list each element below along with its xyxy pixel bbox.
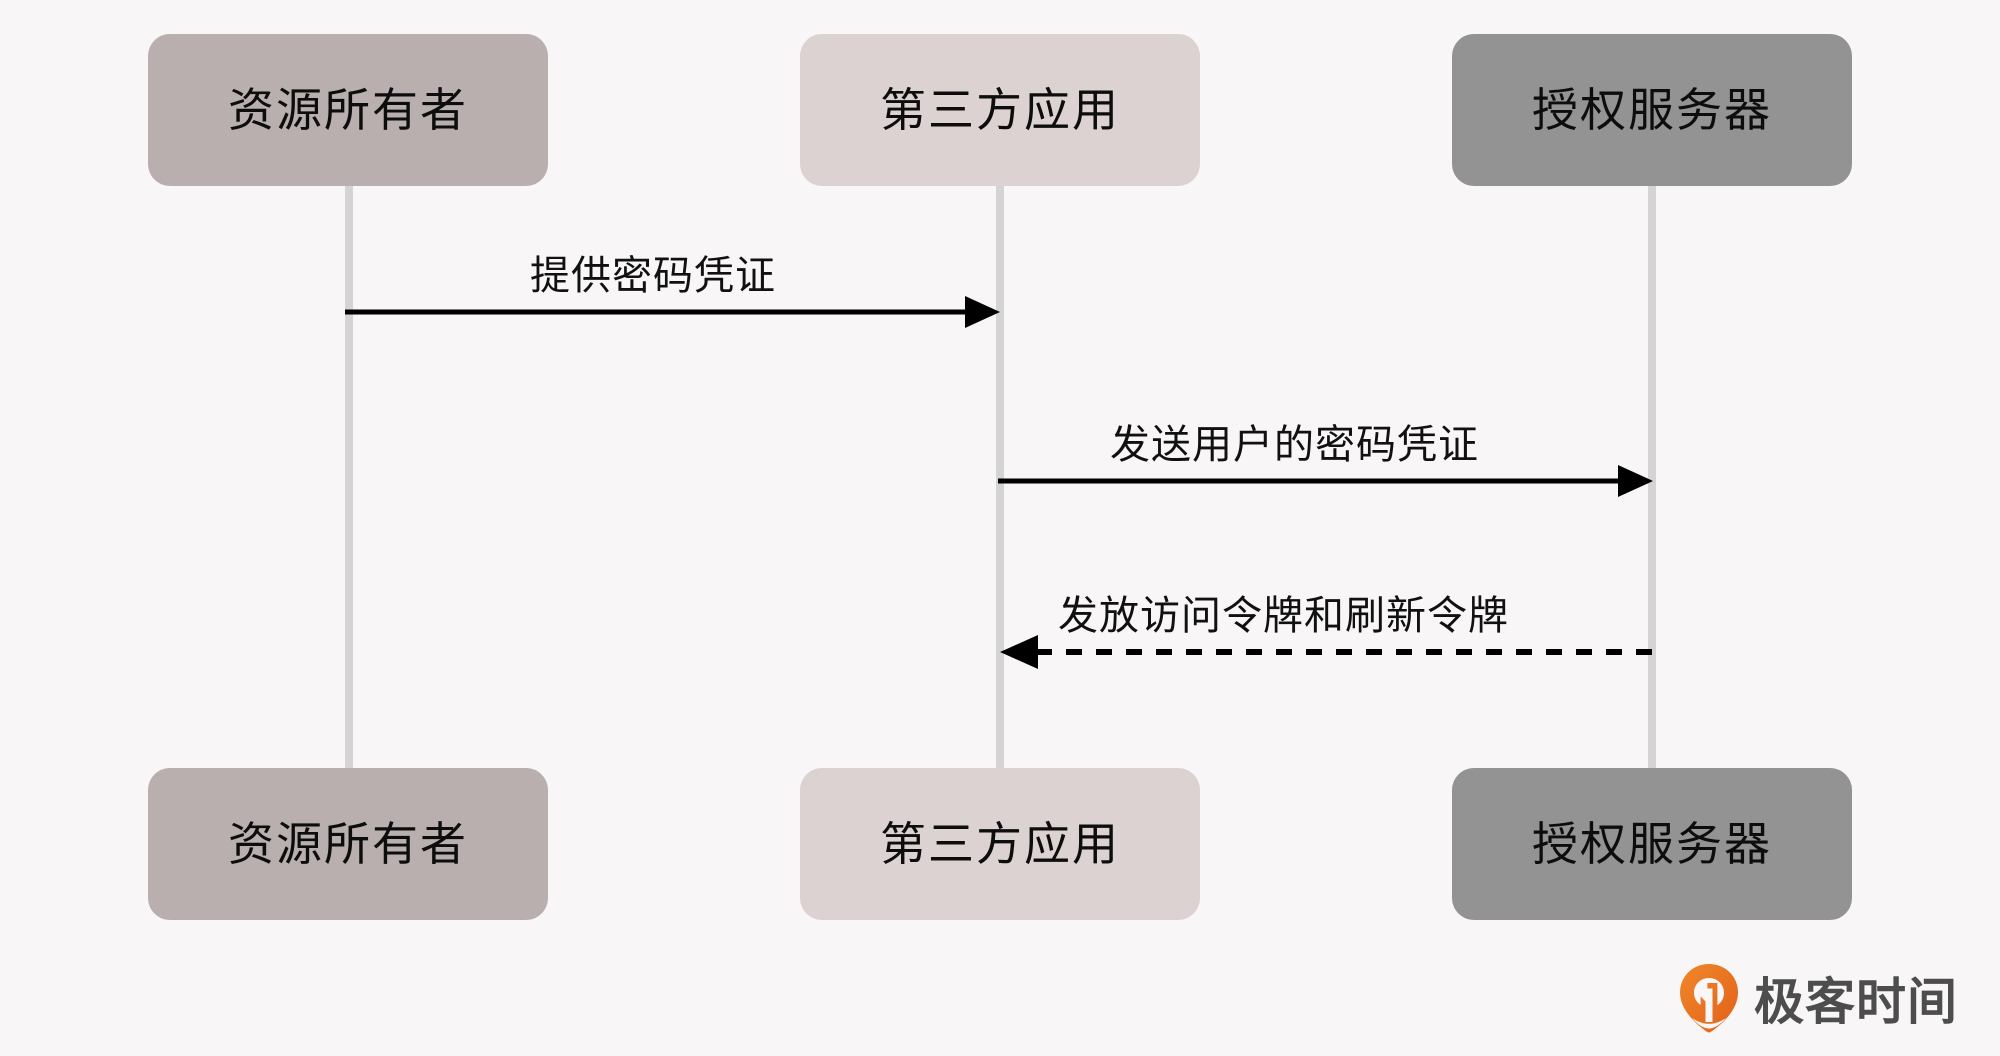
lifeline-authorization-server [1648, 150, 1656, 770]
message-label-2: 发送用户的密码凭证 [1110, 422, 1479, 468]
actor-box-authorization-server-bottom[interactable]: 授权服务器 [1452, 768, 1852, 920]
geektime-pin-icon [1680, 964, 1738, 1033]
message-label-3: 发放访问令牌和刷新令牌 [1058, 593, 1509, 639]
actor-label-resource-owner-top: 资源所有者 [228, 83, 468, 137]
actor-box-authorization-server-top[interactable]: 授权服务器 [1452, 34, 1852, 186]
actor-label-third-party-app-top: 第三方应用 [880, 83, 1120, 137]
message-arrow-3 [1000, 635, 1656, 669]
actor-label-third-party-app-bottom: 第三方应用 [880, 817, 1120, 871]
actor-box-resource-owner-top[interactable]: 资源所有者 [148, 34, 548, 186]
actor-box-third-party-app-bottom[interactable]: 第三方应用 [800, 768, 1200, 920]
message-arrow-2 [998, 465, 1653, 497]
actor-label-resource-owner-bottom: 资源所有者 [228, 817, 468, 871]
lifeline-third-party-app [996, 150, 1004, 770]
lifeline-resource-owner [345, 150, 353, 770]
actor-box-third-party-app-top[interactable]: 第三方应用 [800, 34, 1200, 186]
brand-watermark-text: 极客时间 [1754, 973, 1958, 1031]
message-arrow-1 [345, 296, 1000, 328]
message-label-1: 提供密码凭证 [530, 253, 776, 299]
brand-watermark: 极客时间 [1678, 962, 1958, 1034]
actor-label-authorization-server-bottom: 授权服务器 [1532, 817, 1772, 871]
actor-label-authorization-server-top: 授权服务器 [1532, 83, 1772, 137]
actor-box-resource-owner-bottom[interactable]: 资源所有者 [148, 768, 548, 920]
